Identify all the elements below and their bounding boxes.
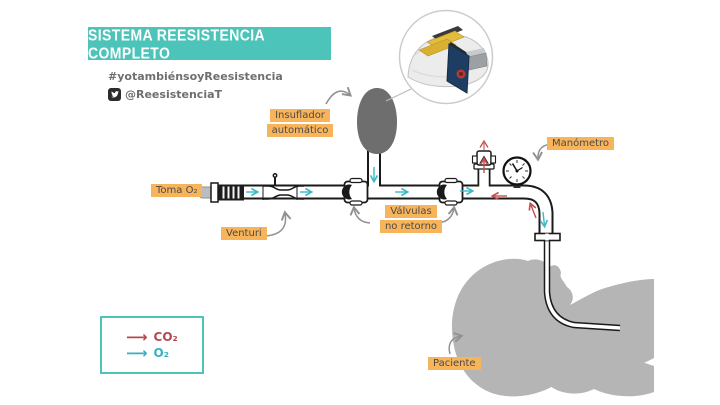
title-banner: SISTEMA REESISTENCIA COMPLETO xyxy=(88,25,331,62)
label-paciente: Paciente xyxy=(428,357,481,370)
oxygen-inlet-connector xyxy=(195,182,244,203)
twitter-icon xyxy=(108,88,121,101)
o2-flow-arrows xyxy=(246,167,545,226)
twitter-handle-row[interactable]: @ReesistenciaT xyxy=(108,88,222,101)
breathing-circuit-tube xyxy=(243,150,554,236)
legend-co2-label: CO₂ xyxy=(153,330,178,344)
co2-flow-arrows xyxy=(493,196,537,219)
tube-connector-flange xyxy=(534,232,561,242)
label-valvulas-line1: Válvulas xyxy=(385,205,437,218)
twitter-handle: @ReesistenciaT xyxy=(125,88,223,101)
o2-arrow-icon: ⟶ xyxy=(126,344,148,362)
check-valve-2 xyxy=(436,177,464,206)
venturi-tube xyxy=(263,173,304,200)
endotracheal-tube xyxy=(543,240,621,332)
page-title: SISTEMA REESISTENCIA COMPLETO xyxy=(88,25,265,62)
label-venturi: Venturi xyxy=(221,227,267,240)
reservoir-bag xyxy=(357,88,397,154)
hashtag-text: #yotambiénsoyReesistencia xyxy=(108,70,283,83)
co2-arrow-icon: ⟶ xyxy=(126,328,148,346)
device-3d-inset xyxy=(385,9,494,105)
label-valvulas-line2: no retorno xyxy=(379,220,443,233)
label-manometro: Manómetro xyxy=(547,137,615,150)
legend-o2-row: ⟶ O₂ xyxy=(126,344,202,362)
label-insuflador-automatico: Insuflador automático xyxy=(258,108,342,138)
flow-legend: ⟶ CO₂ ⟶ O₂ xyxy=(100,316,204,374)
label-insuflador-line1: Insuflador xyxy=(270,109,330,122)
legend-o2-label: O₂ xyxy=(153,346,169,360)
patient-silhouette xyxy=(452,258,654,397)
label-toma-o2: Toma O₂ xyxy=(151,184,203,197)
legend-co2-row: ⟶ CO₂ xyxy=(126,328,202,346)
pressure-gauge xyxy=(502,156,532,188)
label-valvulas-no-retorno: Válvulas no retorno xyxy=(372,204,450,234)
label-insuflador-line2: automático xyxy=(266,124,334,137)
exhaust-valve xyxy=(471,139,497,173)
check-valve-1 xyxy=(341,177,369,206)
